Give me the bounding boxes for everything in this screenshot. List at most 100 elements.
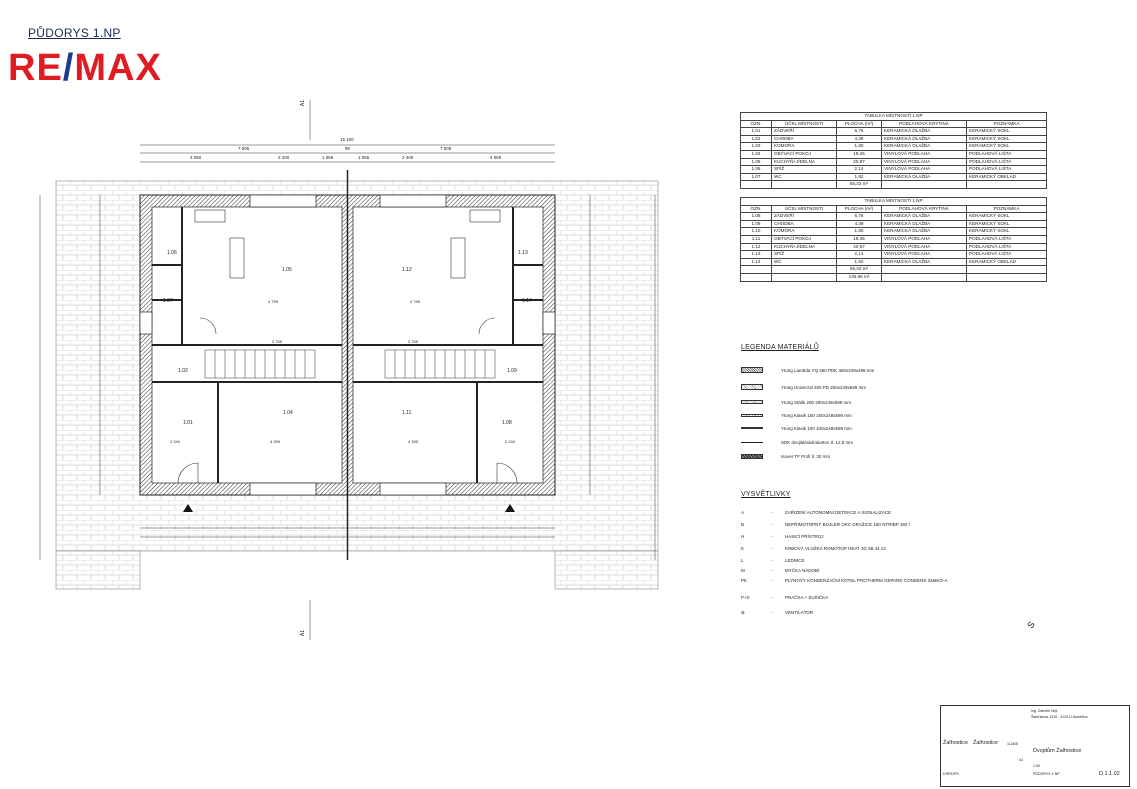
swatch-icon	[741, 441, 763, 443]
note-item: K-KRBOVÁ VLOŽKA ROMOTOP HEAT 3G 58.44.13	[741, 546, 985, 554]
tb-parcel: 1126/5	[1007, 742, 1018, 746]
legend-item: Ytong Klasik 150 150x249x599 mm	[741, 411, 852, 419]
staircase-right	[384, 349, 496, 379]
room-label-1-02: 1.02	[178, 368, 188, 374]
cell: PODLAHOVÁ LIŠTA	[966, 149, 1047, 159]
note-text: HASICÍ PŘÍSTROJ	[785, 534, 824, 539]
note-item: A-ZAŘÍZENÍ AUTONOMNÍ DETEKCE A SIGNALIZA…	[741, 510, 985, 518]
cell: WC	[771, 257, 837, 267]
title-block: Ing. Zdeněk Nejí Šafaříkova 1910 , 41201…	[940, 705, 1130, 787]
note-item: L-LEDNICE	[741, 558, 985, 566]
cell: SPÍŽ	[771, 250, 837, 259]
cell: KERAMICKÁ DLAŽBA	[881, 142, 967, 151]
swatch-icon	[741, 384, 763, 390]
note-text: VENTILÁTOR	[785, 610, 814, 615]
cell: KOMORA	[771, 142, 837, 151]
note-key: K	[741, 546, 745, 551]
note-item: PK-PLYNOVÝ KONDENZAČNÍ KOTEL PROTHERM GE…	[741, 578, 985, 586]
note-key: B	[741, 522, 745, 527]
note-item: ⊗-VENTILÁTOR	[741, 610, 985, 618]
cell: 1,92	[836, 257, 882, 267]
swatch-icon	[741, 400, 763, 404]
cell: KERAMICKÁ DLAŽBA	[881, 227, 967, 236]
cell: KERAMICKÝ SOKL	[966, 212, 1047, 221]
cell: 19,45	[836, 149, 882, 159]
legend-title: LEGENDA MATERIÁLŮ	[741, 344, 819, 351]
room-label-1-06: 1.06	[167, 250, 177, 256]
note-key: A	[741, 510, 745, 515]
cell: PODLAHOVÁ LIŠTA	[966, 242, 1047, 252]
note-dash: -	[771, 595, 773, 600]
remax-logo: RE/MAX	[8, 48, 162, 88]
tb-role: DSP/DPS	[943, 772, 959, 776]
cell: KERAMICKÝ SOKL	[966, 142, 1047, 151]
room-table-1: TABULKA MÍSTNOSTÍ 1.NP OZN. ÚČEL MÍSTNOS…	[740, 112, 1047, 189]
dimension-lines	[39, 100, 656, 640]
note-key: H	[741, 534, 745, 539]
room-table-2: TABULKA MÍSTNOSTÍ 1.NP OZN. ÚČEL MÍSTNOS…	[740, 197, 1047, 282]
cell: PODLAHOVÁ LIŠTA	[966, 157, 1047, 167]
note-item: H-HASICÍ PŘÍSTROJ	[741, 534, 985, 542]
table-total: 65,33 m²	[836, 180, 882, 189]
kitchen-counters	[194, 209, 501, 279]
cell: 1.13	[740, 250, 772, 259]
table-total: 65,33 m²	[836, 265, 882, 274]
cell: PODLAHOVÁ LIŠTA	[966, 234, 1047, 244]
inner-dim-8: 2 240	[505, 439, 516, 444]
legend-label: SDK dvojitá/sádrokarton tl. 12,5 mm	[781, 439, 854, 445]
note-dash: -	[771, 522, 773, 527]
note-item: M-MYČKA NÁDOBÍ	[741, 568, 985, 576]
cell: KERAMICKÁ DLAŽBA	[881, 127, 967, 136]
cell: KUCHYŇ+JÍDELNA	[771, 242, 837, 252]
legend-label: Ytong Klasik 100 100x249x599 mm	[781, 425, 852, 431]
dimension-top-right: 7 505	[440, 146, 452, 151]
cell: 1.04	[740, 149, 772, 159]
table-grand-total: 130,66 m²	[836, 272, 882, 282]
inner-dim-7: 2 240	[170, 439, 181, 444]
tb-client: Ing. Zdeněk Nejí	[1031, 709, 1058, 713]
inner-dim-4: 2 765	[408, 339, 419, 344]
dimension-row2-3: 1 055	[322, 155, 334, 160]
cell: 1.14	[740, 257, 772, 267]
cell: VINYLOVÁ PODLAHA	[881, 234, 967, 244]
legend-label: Ytong Statik 200 200x249x599 mm	[781, 399, 852, 405]
room-label-1-04: 1.04	[283, 410, 293, 416]
inner-dim-1: 4 795	[268, 299, 279, 304]
cell: KERAMICKÝ SOKL	[966, 219, 1047, 229]
tb-number: D.1.1.02	[1099, 771, 1120, 777]
cell: 1.01	[740, 127, 772, 136]
cell: 6,76	[836, 212, 882, 221]
inner-dim-6: 4 395	[408, 439, 419, 444]
tb-project: Dvojdům Žalhostice	[1033, 748, 1082, 754]
compass-label: S	[1025, 619, 1037, 631]
cell: VINYLOVÁ PODLAHA	[881, 165, 967, 174]
note-key: PK	[741, 578, 748, 583]
cell: VINYLOVÁ PODLAHA	[881, 250, 967, 259]
cell: 1,80	[836, 227, 882, 236]
cell: 1.05	[740, 157, 772, 167]
note-text: MYČKA NÁDOBÍ	[785, 568, 820, 573]
doors	[177, 317, 518, 484]
legend-label: Ytong Klasik 150 150x249x599 mm	[781, 412, 852, 418]
note-text: PRAČKA + SUŠIČKA	[785, 595, 829, 600]
legend-item: Ytong Statik 200 200x249x599 mm	[741, 398, 851, 406]
cell: 2,14	[836, 165, 882, 174]
cell: KUCHYŇ+JÍDELNA	[771, 157, 837, 167]
cell: VINYLOVÁ PODLAHA	[881, 149, 967, 159]
swatch-icon	[741, 427, 763, 429]
cell: KERAMICKÁ DLAŽBA	[881, 212, 967, 221]
interior-walls-left	[152, 207, 342, 483]
cell: ZÁDVEŘÍ	[771, 212, 837, 221]
dimension-row2-5: 2 400	[402, 155, 414, 160]
swatch-icon	[741, 453, 763, 459]
